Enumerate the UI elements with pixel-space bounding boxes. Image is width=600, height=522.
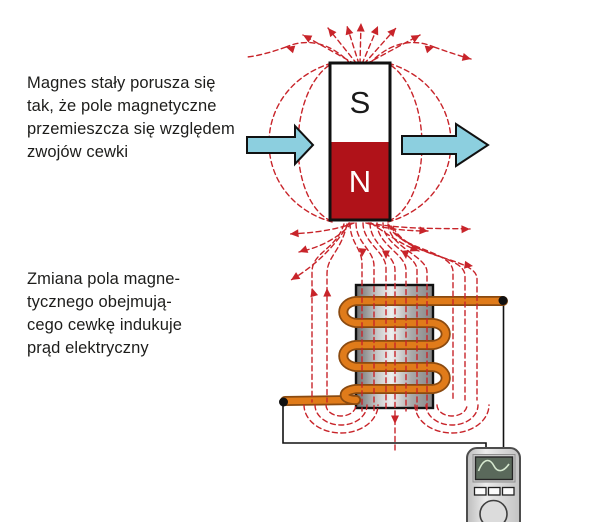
caption-line: cego cewkę indukuje (27, 316, 183, 334)
motion-arrow-left (246, 123, 315, 167)
sine-wave-icon (477, 459, 510, 472)
caption-line: zwojów cewki (27, 143, 129, 161)
south-pole-label: S (350, 85, 371, 120)
meter-screen (474, 456, 514, 481)
circuit-wire-left (282, 403, 487, 449)
meter-button-3 (501, 486, 515, 496)
caption-line: tak, że pole magnetyczne (27, 97, 217, 115)
caption-line: przemieszcza się względem (27, 120, 235, 138)
terminal-dot-right (498, 296, 508, 305)
caption-magnet-motion: Magnes stały porusza się tak, że pole ma… (27, 72, 235, 164)
magnet-north-pole (331, 142, 389, 219)
meter-button-1 (473, 486, 487, 496)
meter-dial (479, 499, 508, 522)
motion-arrow-right (401, 122, 490, 168)
caption-line: Zmiana pola magne- (27, 270, 181, 288)
coil-winding (280, 296, 508, 406)
center-flux-arrow (391, 415, 399, 424)
galvanometer (466, 447, 521, 522)
caption-line: tycznego obejmują- (27, 293, 172, 311)
caption-line: Magnes stały porusza się (27, 74, 216, 92)
meter-button-2 (487, 486, 501, 496)
north-pole-label: N (349, 164, 371, 199)
caption-induced-current: Zmiana pola magne- tycznego obejmują- ce… (27, 268, 182, 360)
coil-field-lines (303, 222, 490, 453)
terminal-dot-left (279, 397, 288, 407)
bar-magnet: S N (328, 61, 392, 222)
caption-line: prąd elektryczny (27, 339, 149, 357)
